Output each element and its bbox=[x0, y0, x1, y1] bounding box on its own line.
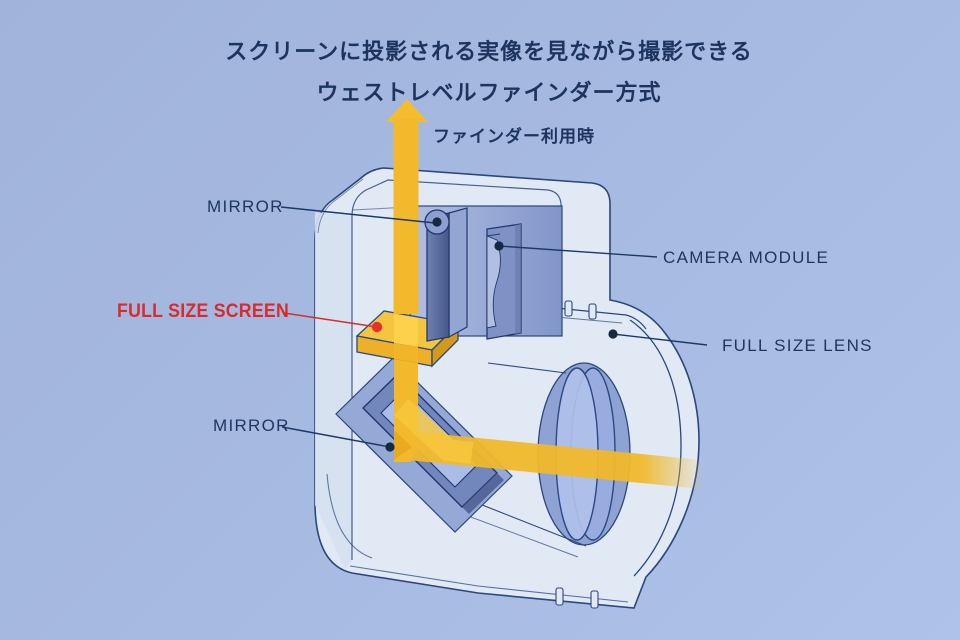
leader-full-size-lens bbox=[612, 333, 708, 346]
light-path bbox=[386, 99, 702, 489]
leader-full-size-screen bbox=[283, 312, 378, 328]
beam-vertical bbox=[393, 119, 419, 314]
beam-horizontal bbox=[407, 431, 702, 489]
ledge-notch bbox=[588, 303, 597, 320]
label-mirror-top: MIRROR bbox=[207, 197, 284, 216]
leader-lines bbox=[280, 206, 708, 452]
leader-mirror-bottom bbox=[281, 426, 391, 448]
finder-mode-caption: ファインダー利用時 bbox=[433, 127, 595, 146]
leader-camera-module bbox=[498, 245, 658, 258]
bottom-notch bbox=[590, 590, 599, 609]
leader-dot-full-size-lens bbox=[608, 329, 618, 339]
leader-mirror-top bbox=[280, 206, 436, 224]
leader-dot-mirror-bottom bbox=[385, 442, 395, 452]
leader-dot-camera-module bbox=[494, 241, 504, 251]
camera-module bbox=[486, 223, 522, 340]
leader-dot-mirror-top bbox=[432, 217, 442, 227]
bottom-notch bbox=[555, 587, 564, 606]
label-mirror-bottom: MIRROR bbox=[213, 416, 290, 435]
beam-elbow bbox=[393, 398, 474, 464]
viewfinder-components bbox=[355, 205, 563, 368]
label-full-size-lens: FULL SIZE LENS bbox=[722, 336, 873, 355]
top-mirror bbox=[424, 207, 468, 342]
ledge-notch bbox=[564, 300, 573, 317]
headline-line-1: スクリーンに投影される実像を見ながら撮影できる bbox=[225, 39, 753, 64]
leader-dot-full-size-screen bbox=[371, 321, 383, 333]
label-full-size-screen: FULL SIZE SCREEN bbox=[117, 301, 290, 322]
headline-line-2: ウェストレベルファインダー方式 bbox=[316, 80, 662, 105]
label-camera-module: CAMERA MODULE bbox=[663, 248, 830, 267]
up-arrow-head bbox=[386, 99, 428, 122]
